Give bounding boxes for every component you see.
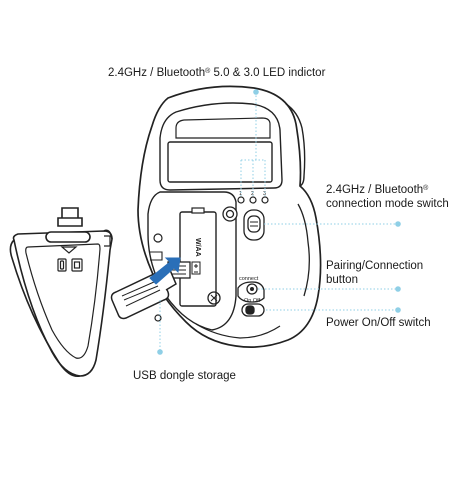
callout-dots [157, 89, 401, 355]
led-number-3: 3 [263, 191, 266, 197]
battery-label: W/AA [194, 238, 201, 257]
connection-mode-switch [222, 206, 265, 241]
led-number-2: 2 [251, 191, 254, 197]
power-switch-label: Power On/Off switch [326, 317, 431, 329]
usb-dongle [110, 268, 177, 320]
battery-cover [9, 207, 113, 378]
led-indicator-label: 2.4GHz / Bluetooth® 5.0 & 3.0 LED indict… [108, 67, 326, 79]
insert-arrow-icon [149, 257, 181, 285]
cover-lock-icon [57, 258, 83, 272]
connect-label: connect [239, 276, 259, 282]
led-indicator [237, 196, 269, 204]
pairing-button [246, 283, 258, 295]
power-switch [241, 303, 265, 317]
on-off-label: On Off [244, 298, 261, 304]
callout-lines [159, 92, 398, 352]
mode-switch-label: 2.4GHz / Bluetooth®connection mode switc… [326, 184, 449, 210]
battery-icon [191, 261, 201, 275]
usb-storage-label: USB dongle storage [133, 370, 236, 382]
led-number-1: 1 [239, 191, 242, 197]
